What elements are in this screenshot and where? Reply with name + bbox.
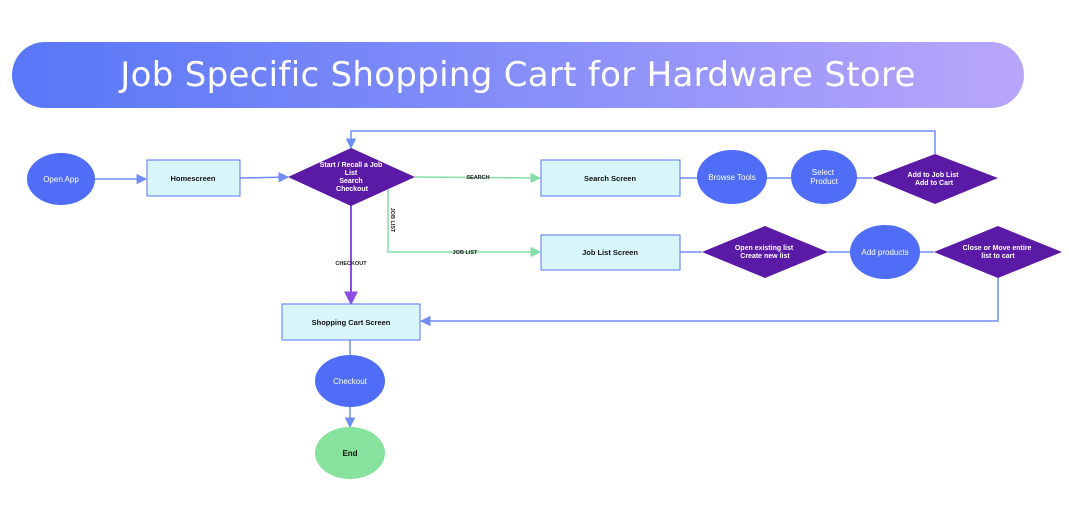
open-existing-list-line-2: Create new list: [740, 253, 790, 260]
edge-loop-back-to-decision: [345, 130, 936, 154]
start-decision-line-2: List: [345, 170, 358, 177]
add-to-job-list-line-1: Add to Job List: [908, 172, 960, 179]
node-checkout-label: Checkout: [333, 377, 368, 386]
close-or-move-line-2: list to cart: [981, 253, 1015, 260]
edge-decision-to-joblist: [387, 184, 542, 258]
node-close-or-move: Close or Move entire list to cart: [934, 226, 1062, 278]
svg-text:Close or Move entire lis: Close or Move entire list to cart: [963, 245, 1034, 260]
node-start-decision: Start / Recall a Job List Search Checkou…: [288, 148, 415, 206]
node-browse-tools: Browse Tools: [697, 150, 767, 204]
add-to-job-list-line-2: Add to Cart: [915, 180, 954, 187]
node-end: End: [315, 427, 385, 479]
node-homescreen-label: Homescreen: [170, 174, 215, 183]
connectors: [95, 130, 999, 429]
edge-label-search: SEARCH: [466, 175, 489, 181]
close-or-move-line-1: Close or Move entire: [963, 245, 1032, 252]
edge-label-job-list: JOB LIST: [453, 250, 478, 256]
edge-close-to-cart: [419, 277, 999, 327]
node-open-existing-list: Open existing list Create new list: [702, 226, 828, 278]
start-decision-line-3: Search: [339, 178, 362, 185]
node-search-screen: Search Screen: [540, 159, 681, 197]
select-product-line-2: Product: [810, 177, 838, 186]
node-shopping-cart-screen-label: Shopping Cart Screen: [312, 318, 391, 327]
svg-text:Start / Recall a Job Lis: Start / Recall a Job List Search Checkou…: [320, 162, 385, 193]
svg-text:Select Product: Select Product: [810, 168, 838, 186]
title-banner: Job Specific Shopping Cart for Hardware …: [12, 42, 1024, 108]
node-end-label: End: [342, 449, 357, 458]
node-select-product: Select Product: [791, 150, 857, 204]
start-decision-line-1: Start / Recall a Job: [320, 162, 383, 169]
node-add-products: Add products: [850, 225, 920, 279]
node-search-screen-label: Search Screen: [584, 174, 637, 183]
start-decision-line-4: Checkout: [336, 186, 369, 193]
edge-homescreen-to-decision: [239, 171, 290, 183]
node-checkout: Checkout: [315, 355, 385, 407]
node-browse-tools-label: Browse Tools: [708, 173, 755, 182]
node-job-list-screen-label: Job List Screen: [582, 248, 638, 257]
svg-text:Open existing list Creat: Open existing list Create new list: [735, 245, 795, 260]
svg-text:Add to Job List Add to C: Add to Job List Add to Cart: [908, 172, 961, 187]
node-shopping-cart-screen: Shopping Cart Screen: [281, 303, 421, 341]
select-product-line-1: Select: [812, 168, 835, 177]
edge-labels: SEARCH JOB LIST JOB LIST CHECKOUT: [335, 175, 489, 267]
edge-decision-to-search: [414, 172, 542, 184]
node-job-list-screen: Job List Screen: [540, 234, 681, 271]
page-title: Job Specific Shopping Cart for Hardware …: [120, 55, 916, 95]
open-existing-list-line-1: Open existing list: [735, 245, 794, 252]
edge-label-checkout: CHECKOUT: [335, 261, 367, 267]
node-add-products-label: Add products: [861, 248, 908, 257]
node-open-app: Open App: [27, 153, 95, 205]
node-add-to-job-list: Add to Job List Add to Cart: [872, 154, 998, 204]
node-homescreen: Homescreen: [146, 159, 241, 197]
node-open-app-label: Open App: [43, 175, 79, 184]
edge-label-job-list-vertical: JOB LIST: [389, 208, 395, 233]
